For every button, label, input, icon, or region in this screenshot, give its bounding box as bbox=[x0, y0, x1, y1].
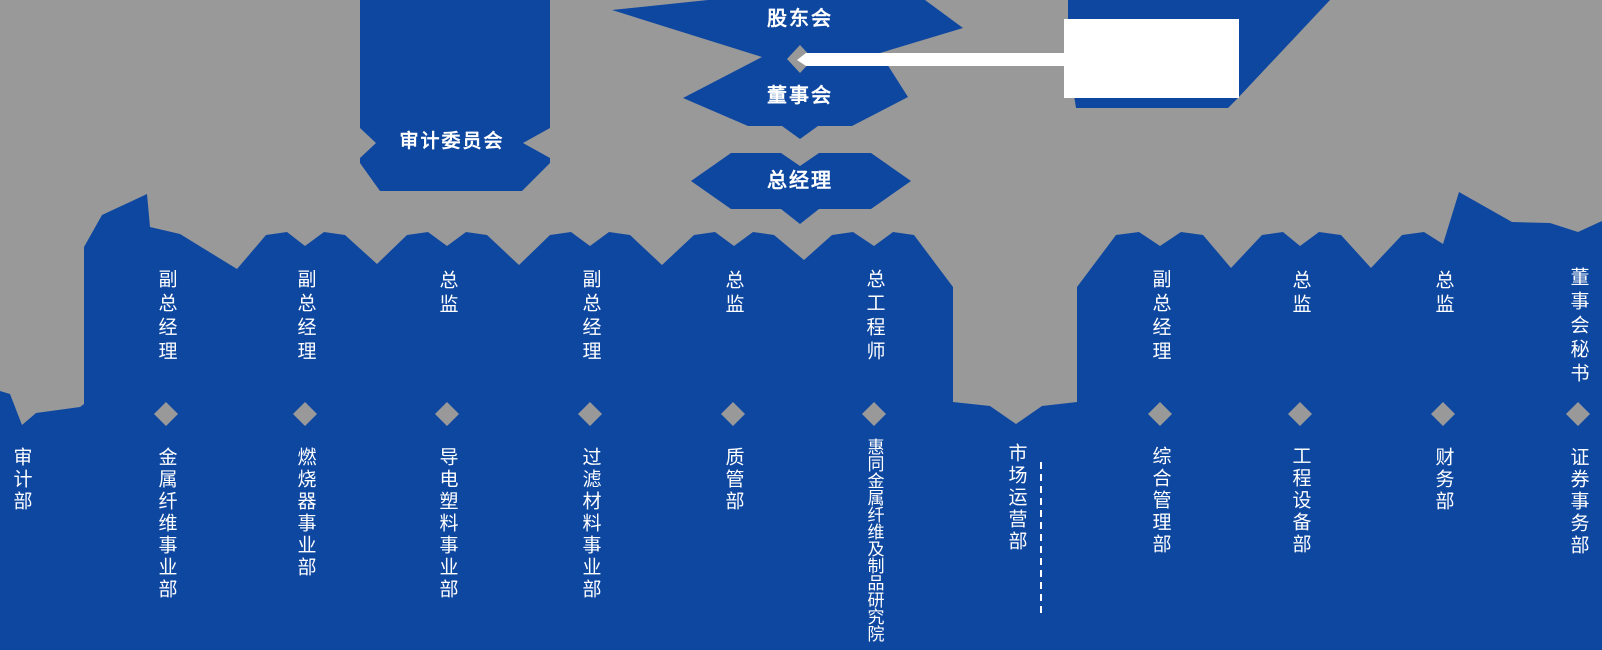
role-title: 董事会秘书 bbox=[1567, 267, 1589, 387]
department-label: 市场运营部 bbox=[1005, 443, 1027, 553]
departments-mass-shape bbox=[0, 192, 1602, 650]
node-shape-general-manager bbox=[691, 153, 911, 224]
node-label-shareholders: 股东会 bbox=[767, 8, 833, 30]
department-label: 审计部 bbox=[10, 447, 32, 513]
node-shape-audit-committee bbox=[360, 0, 550, 191]
role-title: 总监 bbox=[1432, 270, 1454, 318]
node-label-general-manager: 总经理 bbox=[767, 170, 833, 192]
department-label: 金属纤维事业部 bbox=[155, 447, 177, 601]
role-title: 总监 bbox=[722, 270, 744, 318]
department-label: 燃烧器事业部 bbox=[294, 447, 316, 579]
department-label: 导电塑料事业部 bbox=[436, 447, 458, 601]
node-label-audit-committee: 审计委员会 bbox=[399, 131, 505, 152]
role-title: 副总经理 bbox=[1149, 269, 1171, 365]
connector-diamonds bbox=[154, 402, 1590, 426]
role-title: 总监 bbox=[436, 270, 458, 318]
department-label: 过滤材料事业部 bbox=[579, 447, 601, 601]
department-label: 证券事务部 bbox=[1567, 447, 1589, 557]
redaction-box bbox=[1064, 19, 1239, 98]
role-title: 总监 bbox=[1289, 270, 1311, 318]
node-label-board: 董事会 bbox=[767, 85, 833, 107]
role-title: 副总经理 bbox=[155, 269, 177, 365]
role-title: 总工程师 bbox=[863, 269, 885, 365]
role-title: 副总经理 bbox=[294, 269, 316, 365]
role-title: 副总经理 bbox=[579, 269, 601, 365]
redaction-connector-line bbox=[797, 53, 1064, 66]
department-label: 质管部 bbox=[722, 447, 744, 513]
department-label: 工程设备部 bbox=[1289, 446, 1311, 556]
department-label: 惠同金属纤维及制品研究院 bbox=[864, 438, 884, 642]
department-label: 财务部 bbox=[1432, 447, 1454, 513]
node-shape-shareholders-board bbox=[612, 0, 963, 139]
department-label: 综合管理部 bbox=[1149, 446, 1171, 556]
